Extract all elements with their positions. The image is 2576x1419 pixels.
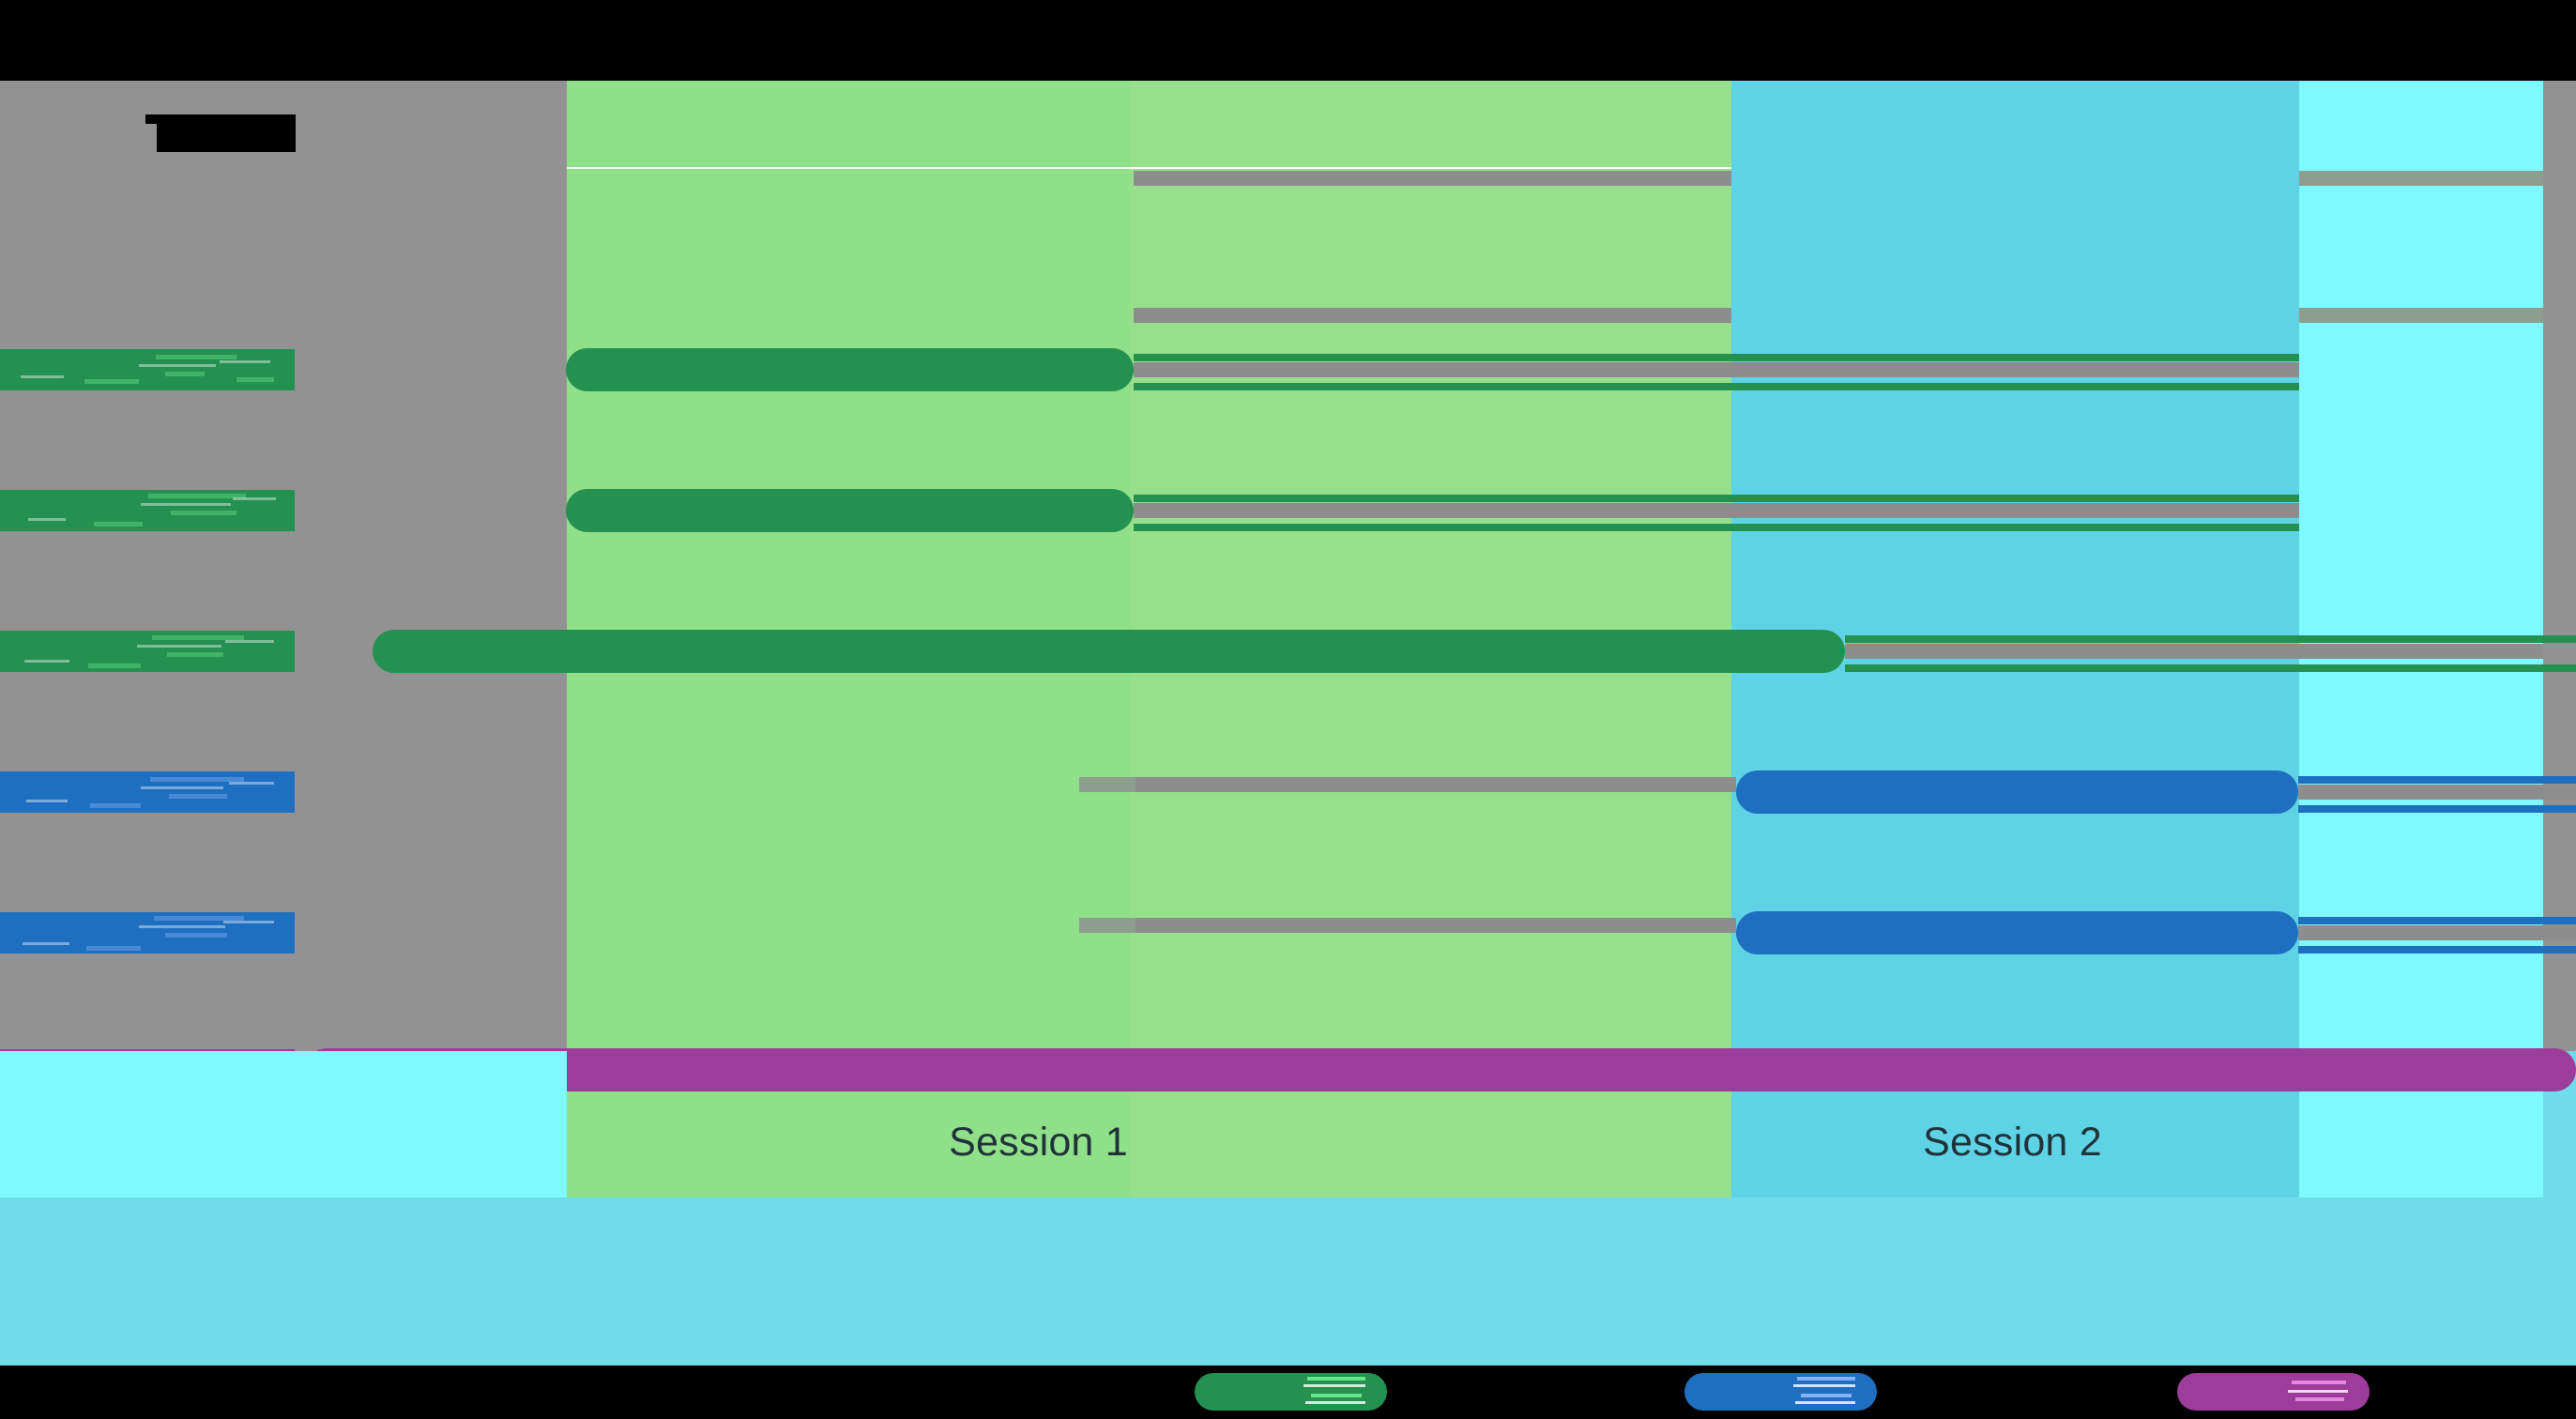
row-2-bar-tail-bottom — [1134, 524, 2299, 531]
row-2-bar-tail-top — [1134, 495, 2299, 502]
row-1-bar-tail-top — [1134, 354, 2299, 361]
task-label-5-text — [9, 914, 291, 952]
task-label-2-text — [9, 492, 291, 529]
row-5-remaining — [2298, 925, 2576, 940]
chart-legend — [0, 1366, 2576, 1419]
row-5-bar-tail-top — [2298, 917, 2576, 924]
redaction-noise — [0, 631, 295, 672]
row-4-bar-tail-top — [2298, 776, 2576, 784]
task-label-4-text — [9, 773, 291, 811]
row-2-track-ext — [2299, 308, 2543, 323]
legend-item-green-label — [1195, 1373, 1387, 1411]
row-3-bar[interactable] — [373, 630, 1845, 673]
header-label-chip — [145, 114, 296, 152]
row-1-bar[interactable] — [566, 348, 1134, 391]
row-1-bar-tail-bottom — [1134, 383, 2299, 390]
task-label-5[interactable] — [0, 912, 295, 954]
row-4-remaining — [2298, 785, 2576, 800]
row-2-bar[interactable] — [566, 489, 1134, 532]
legend-item-blue[interactable] — [1684, 1373, 1877, 1411]
row-5-track — [1107, 918, 1736, 933]
redaction-noise — [0, 912, 295, 954]
task-label-1-text — [9, 351, 291, 389]
row-3-bar-tail-top — [1845, 635, 2576, 643]
row-4-track — [1107, 777, 1736, 792]
session-band-2-label: Session 2 — [1923, 1120, 2102, 1165]
legend-item-magenta-label — [2177, 1373, 2370, 1411]
row-2-track — [1134, 308, 1731, 323]
row-5-bar-tail-bottom — [2298, 946, 2576, 954]
right-margin-strip — [2543, 81, 2576, 1051]
row-1-track — [1134, 171, 1731, 186]
row-5-track-pre — [1079, 918, 1136, 933]
redaction-noise — [0, 349, 295, 390]
chart-footer — [0, 1198, 2576, 1377]
row-2-remaining — [1134, 503, 2299, 518]
row-4-bar-tail-bottom — [2298, 805, 2576, 813]
gantt-plot-area: Session 1 Session 2 — [0, 81, 2576, 1198]
row-1-remaining — [1134, 362, 2299, 377]
gutter-bottom-fill — [0, 1051, 567, 1198]
task-label-3-text — [9, 633, 291, 670]
row-3-bar-tail-bottom — [1845, 664, 2576, 672]
task-label-4[interactable] — [0, 771, 295, 813]
legend-item-magenta[interactable] — [2177, 1373, 2370, 1411]
row-3-remaining — [1845, 644, 2543, 659]
task-label-gutter — [0, 81, 567, 1051]
legend-item-green[interactable] — [1195, 1373, 1387, 1411]
task-label-3[interactable] — [0, 631, 295, 672]
session-band-1-label: Session 1 — [949, 1120, 1128, 1165]
redaction-noise — [0, 490, 295, 531]
legend-item-blue-label — [1684, 1373, 1877, 1411]
row-4-track-pre — [1079, 777, 1136, 792]
task-label-2[interactable] — [0, 490, 295, 531]
redaction-noise — [0, 771, 295, 813]
row-hairline — [567, 167, 1731, 169]
row-5-bar[interactable] — [1736, 911, 2298, 954]
row-6-bar[interactable] — [305, 1048, 2576, 1091]
row-1-track-ext — [2299, 171, 2543, 186]
task-label-1[interactable] — [0, 349, 295, 390]
row-4-bar[interactable] — [1736, 771, 2298, 814]
